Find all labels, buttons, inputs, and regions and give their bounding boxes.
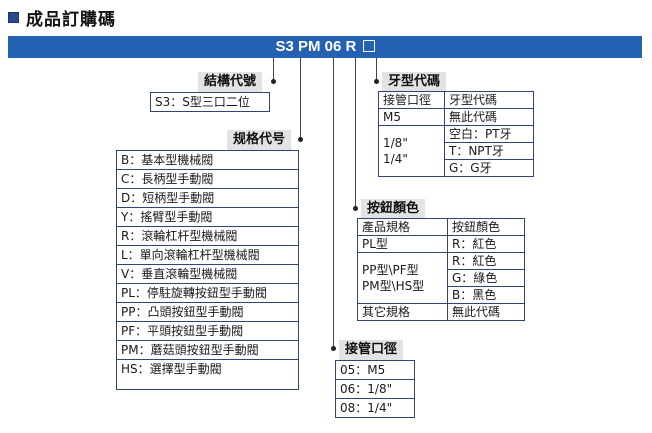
color-table: 產品規格 按鈕顏色 PL型 R：紅色 PP型\PF型 PM型\HS型 R：紅色 … bbox=[357, 218, 525, 321]
port-item: 05：M5 bbox=[336, 361, 414, 380]
thread-type: 空白：PT牙 bbox=[444, 125, 534, 143]
color-header-spec: 產品規格 bbox=[357, 218, 448, 236]
spec-label: 规格代号 bbox=[227, 130, 292, 150]
thread-header-port: 接管口徑 bbox=[378, 91, 445, 109]
spec-item: PM：蘑菇頭按鈕型手動閥 bbox=[117, 341, 298, 360]
spec-item: V：垂直滾輪型機械閥 bbox=[117, 265, 298, 284]
color-other-color: 無此代碼 bbox=[447, 303, 525, 321]
connector-spec bbox=[300, 58, 301, 142]
connector-color bbox=[355, 58, 356, 211]
order-code-blank-box bbox=[362, 40, 375, 52]
spec-item: L：單向滾輪杠杆型機械閥 bbox=[117, 246, 298, 265]
port-item: 06：1/8" bbox=[336, 380, 414, 399]
order-code-text: S3 PM 06 R bbox=[275, 38, 357, 55]
color-header-color: 按鈕顏色 bbox=[447, 218, 525, 236]
color-pp-specs-cell: PP型\PF型 PM型\HS型 bbox=[357, 252, 448, 304]
title-text: 成品訂購碼 bbox=[26, 9, 116, 30]
color-header-row: 產品規格 按鈕顏色 bbox=[357, 218, 525, 236]
order-code-banner: S3 PM 06 R bbox=[8, 36, 642, 58]
structure-label: 結構代號 bbox=[198, 72, 263, 92]
spec-list: B：基本型機械閥 C：長柄型手動閥 D：短柄型手動閥 Y：搖臂型手動閥 R：滾輪… bbox=[116, 150, 299, 390]
color-row: PP型\PF型 PM型\HS型 R：紅色 bbox=[357, 252, 525, 304]
spec-item: HS：選擇型手動閥 bbox=[121, 362, 222, 376]
thread-size: 1/4" bbox=[383, 152, 408, 166]
color-pp-color: R：紅色 bbox=[447, 252, 525, 270]
color-pp-spec: PP型\PF型 bbox=[362, 263, 419, 277]
connector-structure bbox=[273, 58, 274, 84]
connector-port bbox=[333, 58, 334, 351]
color-row-other: 其它規格 無此代碼 bbox=[357, 303, 525, 321]
spec-item: PL：停駐旋轉按鈕型手動閥 bbox=[117, 284, 298, 303]
order-code: S3 PM 06 R bbox=[8, 36, 642, 58]
spec-item: B：基本型機械閥 bbox=[117, 151, 298, 170]
color-pp-color: B：黑色 bbox=[447, 286, 525, 304]
thread-row: T：NPT牙 bbox=[379, 142, 534, 160]
thread-label: 牙型代碼 bbox=[382, 72, 447, 92]
color-pp-spec: PM型\HS型 bbox=[362, 279, 425, 293]
spec-item: PF：平頭按鈕型手動閥 bbox=[117, 322, 298, 341]
color-pp-color: G：綠色 bbox=[447, 269, 525, 287]
dot-color bbox=[353, 206, 358, 211]
thread-m5-size: M5 bbox=[378, 108, 445, 126]
thread-m5-type: 無此代碼 bbox=[444, 108, 534, 126]
spec-item: Y：搖臂型手動閥 bbox=[117, 208, 298, 227]
thread-sizes-cell: 1/8" 1/4" bbox=[378, 125, 445, 177]
spec-item: D：短柄型手動閥 bbox=[117, 189, 298, 208]
spec-item: R：滾輪杠杆型機械閥 bbox=[117, 227, 298, 246]
thread-header-type: 牙型代碼 bbox=[444, 91, 534, 109]
color-row-pl: PL型 R：紅色 bbox=[357, 235, 525, 253]
color-other-spec: 其它規格 bbox=[357, 303, 448, 321]
color-pl-color: R：紅色 bbox=[447, 235, 525, 253]
dot-spec bbox=[298, 137, 303, 142]
thread-header-row: 接管口徑 牙型代碼 bbox=[378, 91, 534, 109]
structure-value: S3：S型三口二位 bbox=[155, 95, 250, 109]
dot-port bbox=[331, 346, 336, 351]
color-pl-spec: PL型 bbox=[357, 235, 448, 253]
color-label: 按鈕顏色 bbox=[361, 199, 426, 219]
thread-row-m5: M5 無此代碼 bbox=[378, 108, 534, 126]
color-row: G：綠色 bbox=[358, 269, 525, 287]
thread-row: G：G牙 bbox=[379, 159, 534, 177]
port-list: 05：M5 06：1/8" 08：1/4" bbox=[335, 360, 415, 418]
connector-thread bbox=[376, 58, 377, 84]
spec-item: PP：凸頭按鈕型手動閥 bbox=[117, 303, 298, 322]
port-item: 08：1/4" bbox=[340, 401, 393, 415]
thread-row: 1/8" 1/4" 空白：PT牙 bbox=[378, 125, 534, 177]
port-label: 接管口徑 bbox=[339, 340, 404, 360]
dot-thread bbox=[374, 79, 379, 84]
page-title: 成品訂購碼 bbox=[8, 6, 116, 30]
title-square-icon bbox=[8, 11, 19, 23]
thread-type: T：NPT牙 bbox=[444, 142, 534, 160]
thread-size: 1/8" bbox=[383, 136, 408, 150]
thread-type: G：G牙 bbox=[444, 159, 534, 177]
structure-box: S3：S型三口二位 bbox=[150, 92, 270, 112]
dot-structure bbox=[271, 79, 276, 84]
thread-table: 接管口徑 牙型代碼 M5 無此代碼 1/8" 1/4" 空白：PT牙 T：NPT… bbox=[378, 91, 534, 177]
spec-item: C：長柄型手動閥 bbox=[117, 170, 298, 189]
